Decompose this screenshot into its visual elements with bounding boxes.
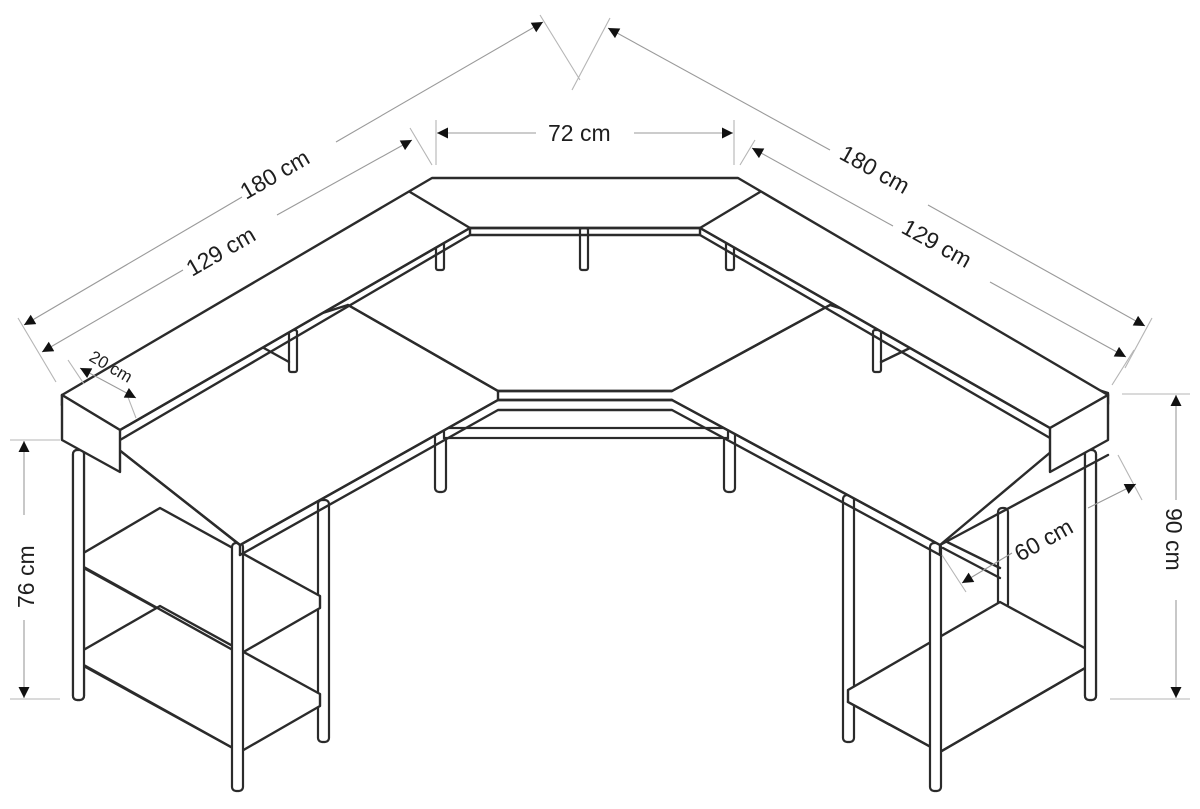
left-shelf-unit (71, 448, 331, 793)
label-left-total-length: 180 cm (236, 144, 314, 204)
label-right-total-length: 180 cm (836, 140, 915, 199)
label-desk-height: 76 cm (13, 545, 39, 608)
monitor-shelf (60, 176, 1110, 474)
right-shelf-unit (841, 448, 1098, 793)
label-center-width: 72 cm (548, 120, 611, 146)
label-left-shelf-length: 129 cm (182, 221, 260, 281)
label-total-height: 90 cm (1161, 508, 1187, 571)
label-right-shelf-length: 129 cm (898, 214, 977, 273)
desk-drawing (60, 176, 1110, 793)
dim-desk-height: 76 cm (10, 439, 60, 700)
dim-total-height: 90 cm (1110, 393, 1190, 700)
dim-center-width: 72 cm (435, 120, 735, 165)
center-crossbar (442, 426, 730, 440)
label-desk-depth: 60 cm (1010, 513, 1077, 566)
